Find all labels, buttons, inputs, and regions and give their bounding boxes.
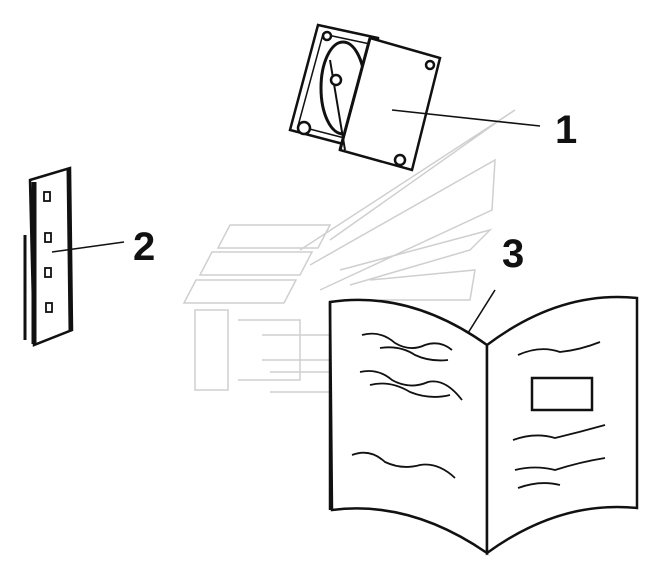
leader-line-1 [391, 109, 541, 127]
watermark-logo [182, 109, 516, 393]
callout-2: 2 [133, 225, 155, 269]
callout-3: 3 [502, 232, 524, 276]
leader-lines [51, 109, 541, 334]
part-3-manual [328, 295, 639, 556]
leader-line-3 [467, 289, 496, 334]
leader-line-2 [51, 241, 125, 253]
part-2-plate [23, 166, 74, 347]
part-1-housing [288, 23, 442, 172]
callout-1: 1 [555, 108, 577, 152]
